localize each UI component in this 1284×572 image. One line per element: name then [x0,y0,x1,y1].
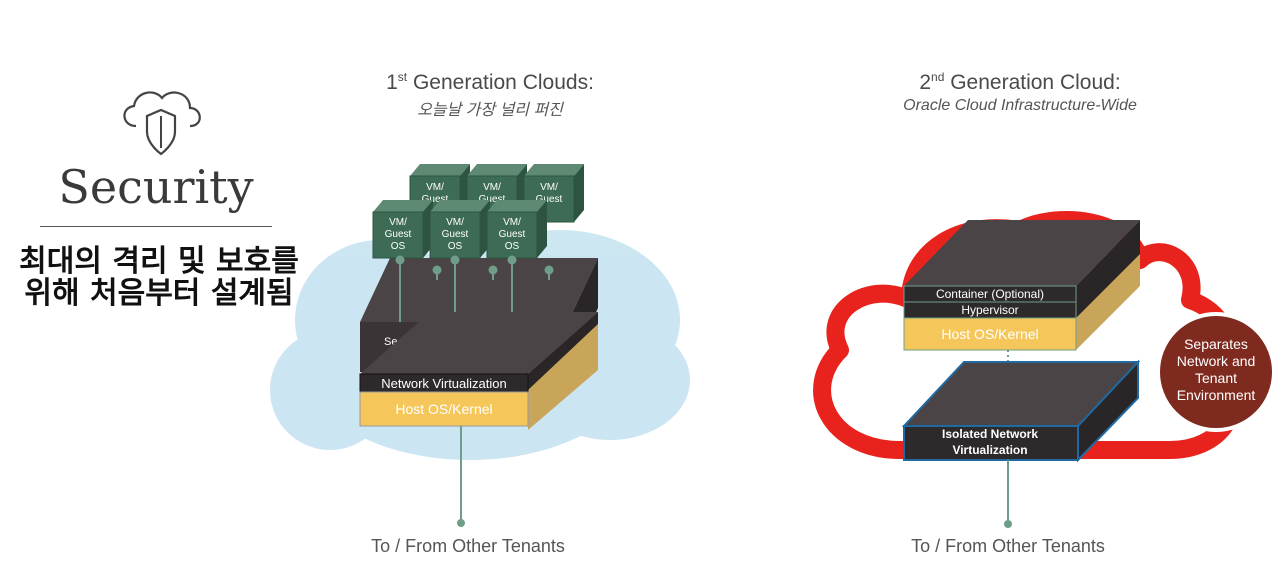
separates-line4: Environment [1176,387,1256,403]
gen1-tenant-connector-dot [457,519,465,527]
vm-label: VM/ [483,182,501,193]
vm-cube: VM/ Guest OS [486,200,547,259]
gen2-heading-sup: nd [931,70,945,84]
gen2-footer: To / From Other Tenants [911,536,1105,556]
separates-line3: Tenant [1194,370,1238,386]
vm-label: OS [505,241,520,252]
gen2-heading: 2nd Generation Cloud: [820,70,1220,95]
gen1-diagram: VM/ Guest VM/ Guest VM/ Guest Se [270,164,690,527]
title-divider [40,226,272,227]
isolated-network-line2: Virtualization [952,443,1027,457]
separates-line1: Separates [1184,336,1248,352]
gen2-tenant-connector-dot [1004,520,1012,528]
vm-cube: VM/ Guest OS [429,200,490,259]
separates-circle [1156,312,1276,432]
vm-label: VM/ [426,182,444,193]
security-subtitle: 최대의 격리 및 보호를 위해 처음부터 설계됨 [0,246,318,310]
vm-label: Guest [536,194,563,205]
container-layer: Container (Optional) [936,287,1044,301]
gen1-host-os-layer: Host OS/Kernel [395,401,492,417]
gen1-front-stack: Network Virtualization Host OS/Kernel [359,312,598,430]
security-subtitle-line1: 최대의 격리 및 보호를 [19,244,299,279]
vm-connectors [395,255,554,322]
hypervisor-layer: Hypervisor [961,303,1018,317]
vm-cube: VM/ Guest [523,164,584,223]
gen1-heading: 1st Generation Clouds: [290,70,690,95]
vm-label: VM/ [389,217,407,228]
vm-label: Guest [499,229,526,240]
vm-label: Guest [385,229,412,240]
security-subtitle-line2: 위해 처음부터 설계됨 [24,276,294,311]
gen2-host-os-layer: Host OS/Kernel [941,326,1038,342]
vm-cube: VM/ Guest OS [372,200,433,259]
separates-line2: Network and [1176,353,1256,369]
vm-label: VM/ [540,182,558,193]
separates-label: Separates Network and Tenant Environment [1156,336,1276,404]
gen2-diagram: Container (Optional) Hypervisor Host OS/… [813,211,1276,528]
gen1-subheading: 오늘날 가장 널리 퍼진 [417,102,563,119]
isolated-network-line1: Isolated Network [942,427,1038,441]
network-virtualization-layer: Network Virtualization [381,376,506,391]
isolated-network-box: Isolated Network Virtualization [901,359,1141,463]
gen1-heading-num: 1 [386,71,398,94]
vm-label: OS [448,241,463,252]
gen2-upper-stack: Container (Optional) Hypervisor Host OS/… [903,220,1140,351]
vm-label: Guest [479,194,506,205]
gen1-footer: To / From Other Tenants [371,536,565,556]
vm-label: VM/ [503,217,521,228]
gen1-heading-sup: st [397,70,408,84]
gen1-heading-rest: Generation Clouds: [407,71,594,94]
vm-label: OS [391,241,406,252]
vm-label: VM/ [446,217,464,228]
security-title: Security [58,160,254,214]
gen2-subheading: Oracle Cloud Infrastructure-Wide [903,97,1137,114]
vm-label: Guest [422,194,449,205]
cloud-shield-icon [123,91,201,156]
vm-front-row: VM/ Guest OS VM/ Guest OS VM/ Guest OS [372,200,547,259]
vm-label: Guest [442,229,469,240]
gen2-heading-rest: Generation Cloud: [944,71,1121,94]
gen2-heading-num: 2 [919,71,932,94]
